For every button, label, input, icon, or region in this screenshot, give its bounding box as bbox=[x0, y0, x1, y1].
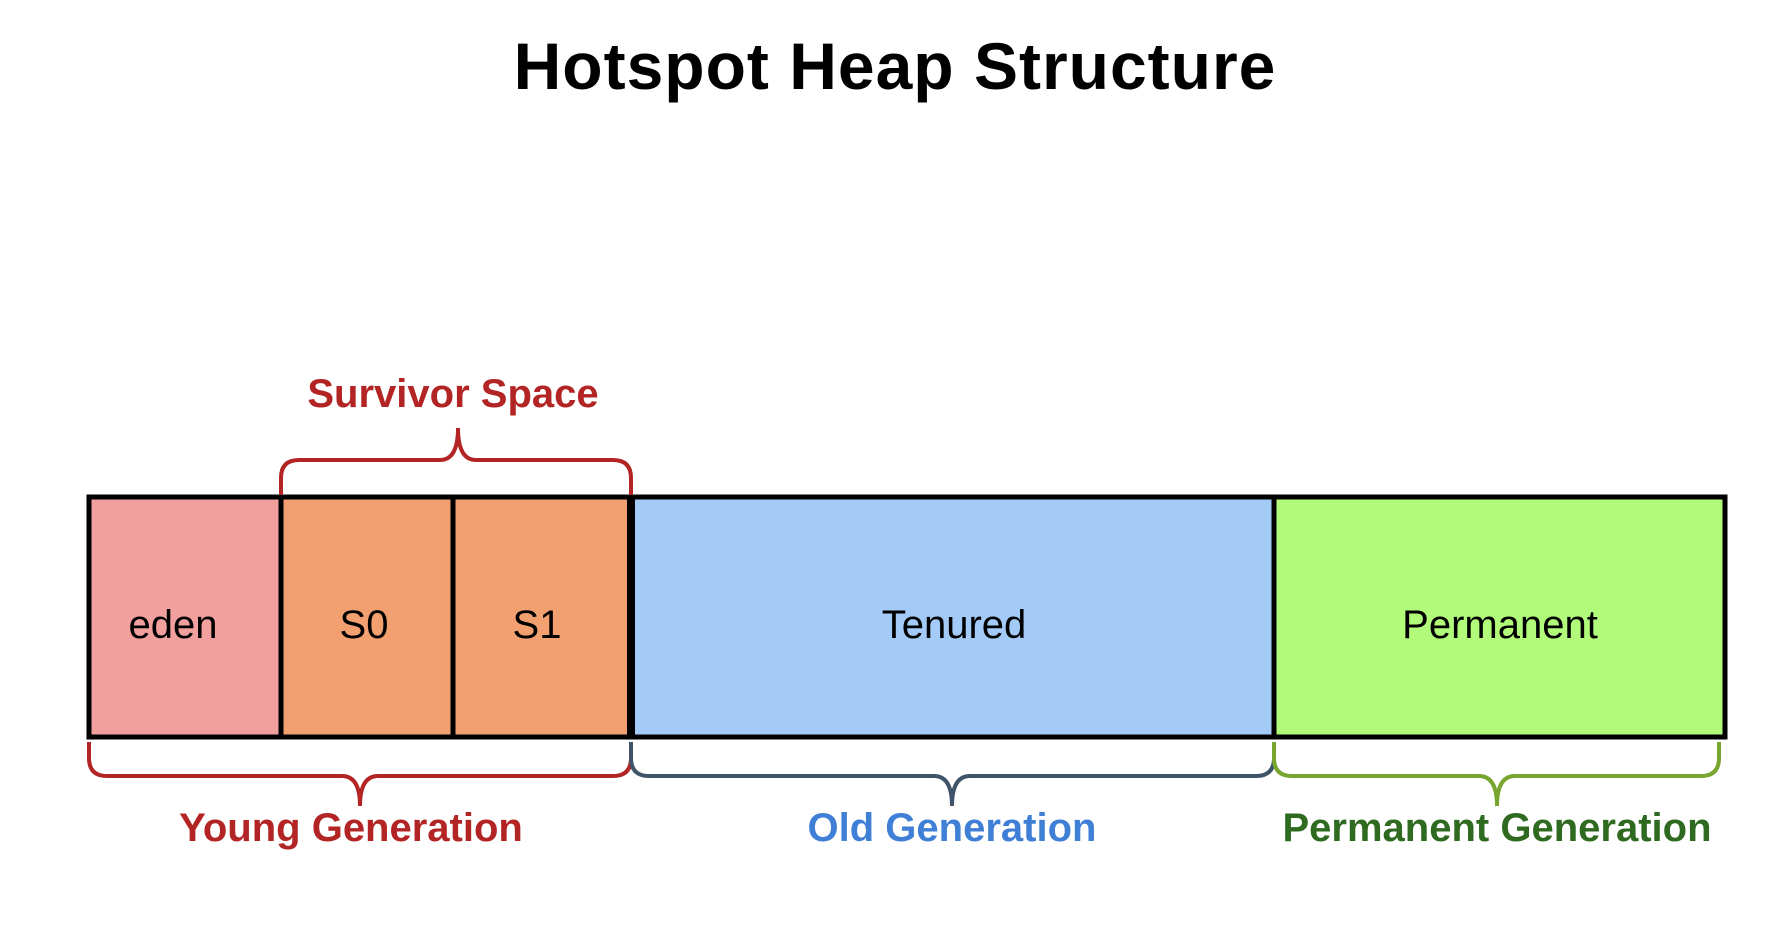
segment-s1-label: S1 bbox=[513, 603, 562, 647]
young-generation-brace bbox=[87, 742, 633, 807]
segment-s0: S0 bbox=[278, 494, 456, 740]
segment-eden-box bbox=[86, 494, 284, 740]
page-title: Hotspot Heap Structure bbox=[513, 29, 1277, 103]
segment-permanent: Permanent bbox=[1271, 494, 1728, 740]
segment-s0-box bbox=[278, 494, 456, 740]
segment-eden-label: eden bbox=[129, 603, 218, 647]
segment-eden: eden bbox=[86, 494, 284, 740]
segment-tenured: Tenured bbox=[628, 494, 1277, 740]
old-generation-brace bbox=[629, 742, 1276, 807]
young-generation-label: Young Generation bbox=[179, 806, 523, 850]
segment-tenured-label: Tenured bbox=[882, 603, 1027, 647]
survivor-space-label: Survivor Space bbox=[307, 372, 599, 416]
segment-s0-label: S0 bbox=[340, 603, 389, 647]
segment-permanent-box bbox=[1271, 494, 1728, 740]
survivor-space-brace bbox=[279, 427, 633, 495]
old-generation-label: Old Generation bbox=[807, 806, 1097, 850]
segment-s1: S1 bbox=[450, 494, 634, 740]
segment-permanent-label: Permanent bbox=[1402, 603, 1598, 647]
permanent-generation-label: Permanent Generation bbox=[1282, 806, 1712, 850]
permanent-generation-brace bbox=[1272, 742, 1721, 807]
segment-s1-box bbox=[450, 494, 634, 740]
segment-tenured-box bbox=[628, 494, 1277, 740]
